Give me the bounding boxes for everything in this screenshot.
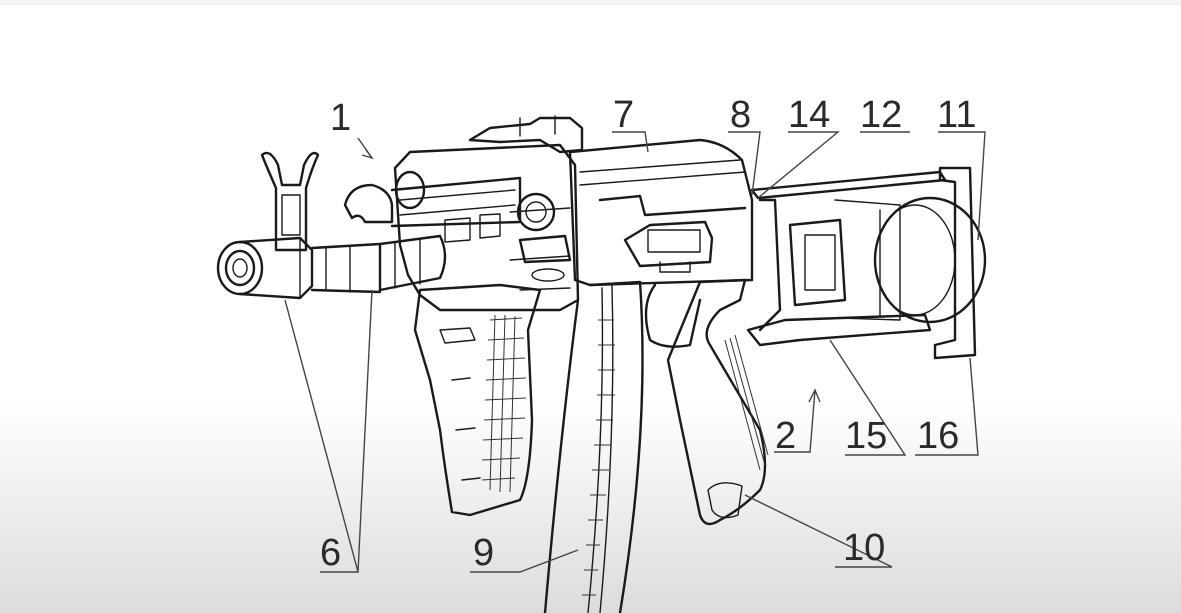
leader-10 (744, 494, 893, 568)
rifle-illustration (216, 115, 987, 613)
leader-15 (829, 339, 907, 456)
callout-14: 14 (788, 94, 830, 136)
pistol-grip (413, 283, 542, 517)
callout-6: 6 (320, 532, 341, 574)
callout-labels: 1 2 6 7 8 9 10 11 12 14 15 16 (320, 94, 976, 574)
callout-16: 16 (917, 415, 959, 457)
muzzle-barrel (216, 234, 447, 300)
leader-2 (774, 389, 816, 453)
grip-texture (481, 314, 527, 493)
callout-7: 7 (613, 94, 634, 136)
leader-11 (938, 131, 986, 241)
callout-10: 10 (843, 527, 885, 569)
leader-8 (728, 131, 761, 196)
leader-7 (612, 131, 649, 153)
trigger-group (644, 278, 769, 526)
callout-9: 9 (473, 532, 494, 574)
handguard (393, 143, 580, 312)
leader-16 (915, 357, 979, 456)
gas-block (343, 170, 522, 228)
leader-1-arrow (361, 149, 374, 160)
callout-11: 11 (937, 94, 976, 136)
leader-lines (284, 131, 986, 573)
front-sight (260, 151, 320, 252)
callout-1: 1 (330, 97, 351, 139)
callout-2: 2 (775, 415, 796, 457)
butt-plate (873, 166, 987, 360)
magazine (543, 280, 644, 613)
leader-9 (470, 549, 579, 573)
callout-12: 12 (860, 94, 902, 136)
leader-6 (284, 289, 373, 573)
receiver-cover (568, 138, 754, 287)
rear-sight (468, 115, 584, 154)
callout-8: 8 (730, 94, 751, 136)
leader-14 (757, 131, 840, 199)
leader-2-arrow (808, 388, 821, 403)
callout-15: 15 (845, 415, 887, 457)
